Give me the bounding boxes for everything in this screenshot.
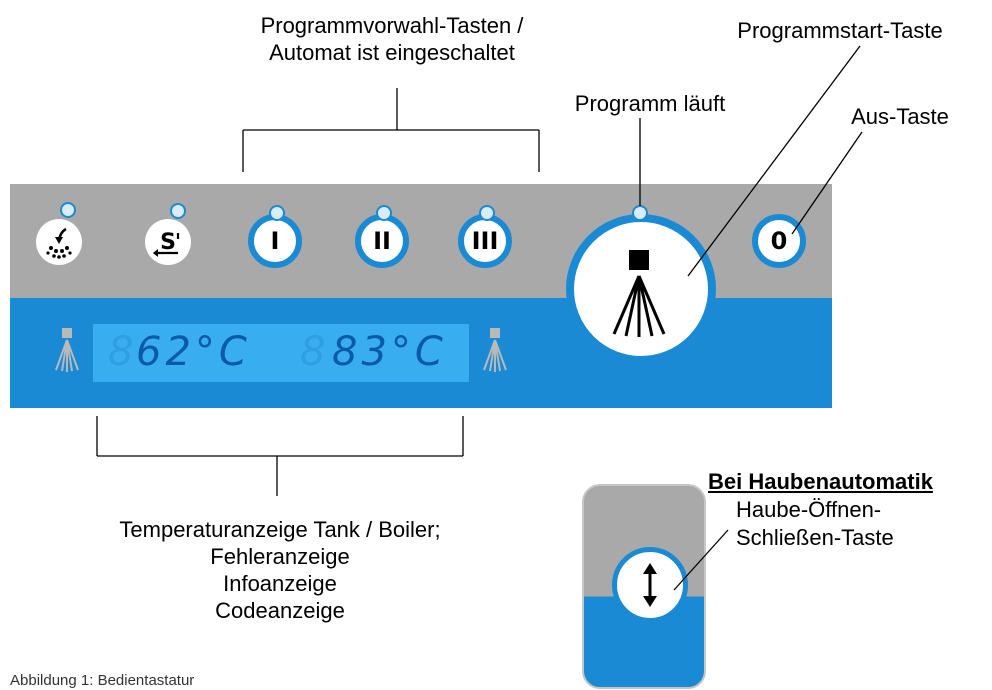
program-2-led [376, 205, 392, 221]
label-start-key: Programmstart-Taste [737, 18, 943, 43]
label-program-running: Programm läuft [574, 91, 726, 116]
figure-caption: Abbildung 1: Bedientastatur [10, 672, 195, 689]
hood-open-close-button[interactable] [612, 547, 688, 623]
temperature-display [93, 324, 469, 382]
program-3-led [479, 205, 495, 221]
boiler-ghost-digit: 8 [300, 329, 330, 375]
drain-button[interactable] [36, 219, 82, 265]
label-hood-line1: Haube-Öffnen- [736, 497, 882, 522]
program-1-label: I [270, 227, 280, 255]
program-3-label: III [471, 227, 499, 255]
spray-icon [612, 250, 666, 337]
spray-icon [55, 328, 79, 372]
label-program-preselect: Programmvorwahl-Tasten / Automat ist ein… [222, 12, 562, 66]
label-program-preselect-line2: Automat ist eingeschaltet [269, 40, 515, 65]
label-off-key: Aus-Taste [851, 104, 949, 129]
label-program-preselect-line1: Programmvorwahl-Tasten / [260, 13, 524, 38]
boiler-temperature: 83°C [332, 329, 447, 375]
tank-temperature: 62°C [136, 329, 251, 375]
label-temperature-line1: Temperaturanzeige Tank / Boiler; [119, 517, 441, 542]
program-2-label: II [373, 227, 391, 255]
spray-icon [483, 328, 507, 372]
label-temperature-display: Temperaturanzeige Tank / Boiler; Fehlera… [60, 516, 500, 624]
svg-text:S: S [160, 230, 176, 255]
program-start-button[interactable] [566, 214, 716, 364]
up-down-arrow-icon [643, 563, 657, 607]
tank-ghost-digit: 8 [108, 329, 138, 375]
drain-led [60, 202, 76, 218]
drain-icon [46, 227, 72, 259]
program-running-led [632, 205, 648, 221]
label-hood-title: Bei Haubenautomatik [708, 469, 933, 494]
program-3-button[interactable]: III [458, 214, 512, 268]
label-temperature-line3: Infoanzeige [223, 571, 337, 596]
program-2-button[interactable]: II [355, 214, 409, 268]
regeneration-icon: S [153, 230, 180, 257]
label-temperature-line4: Codeanzeige [215, 598, 345, 623]
regeneration-led [170, 203, 186, 219]
program-1-led [269, 205, 285, 221]
label-temperature-line2: Fehleranzeige [210, 544, 350, 569]
regeneration-button[interactable]: S [145, 219, 191, 265]
off-button[interactable]: 0 [752, 214, 806, 268]
off-label: 0 [770, 227, 788, 255]
program-1-button[interactable]: I [248, 214, 302, 268]
label-hood-line2: Schließen-Taste [736, 525, 894, 550]
